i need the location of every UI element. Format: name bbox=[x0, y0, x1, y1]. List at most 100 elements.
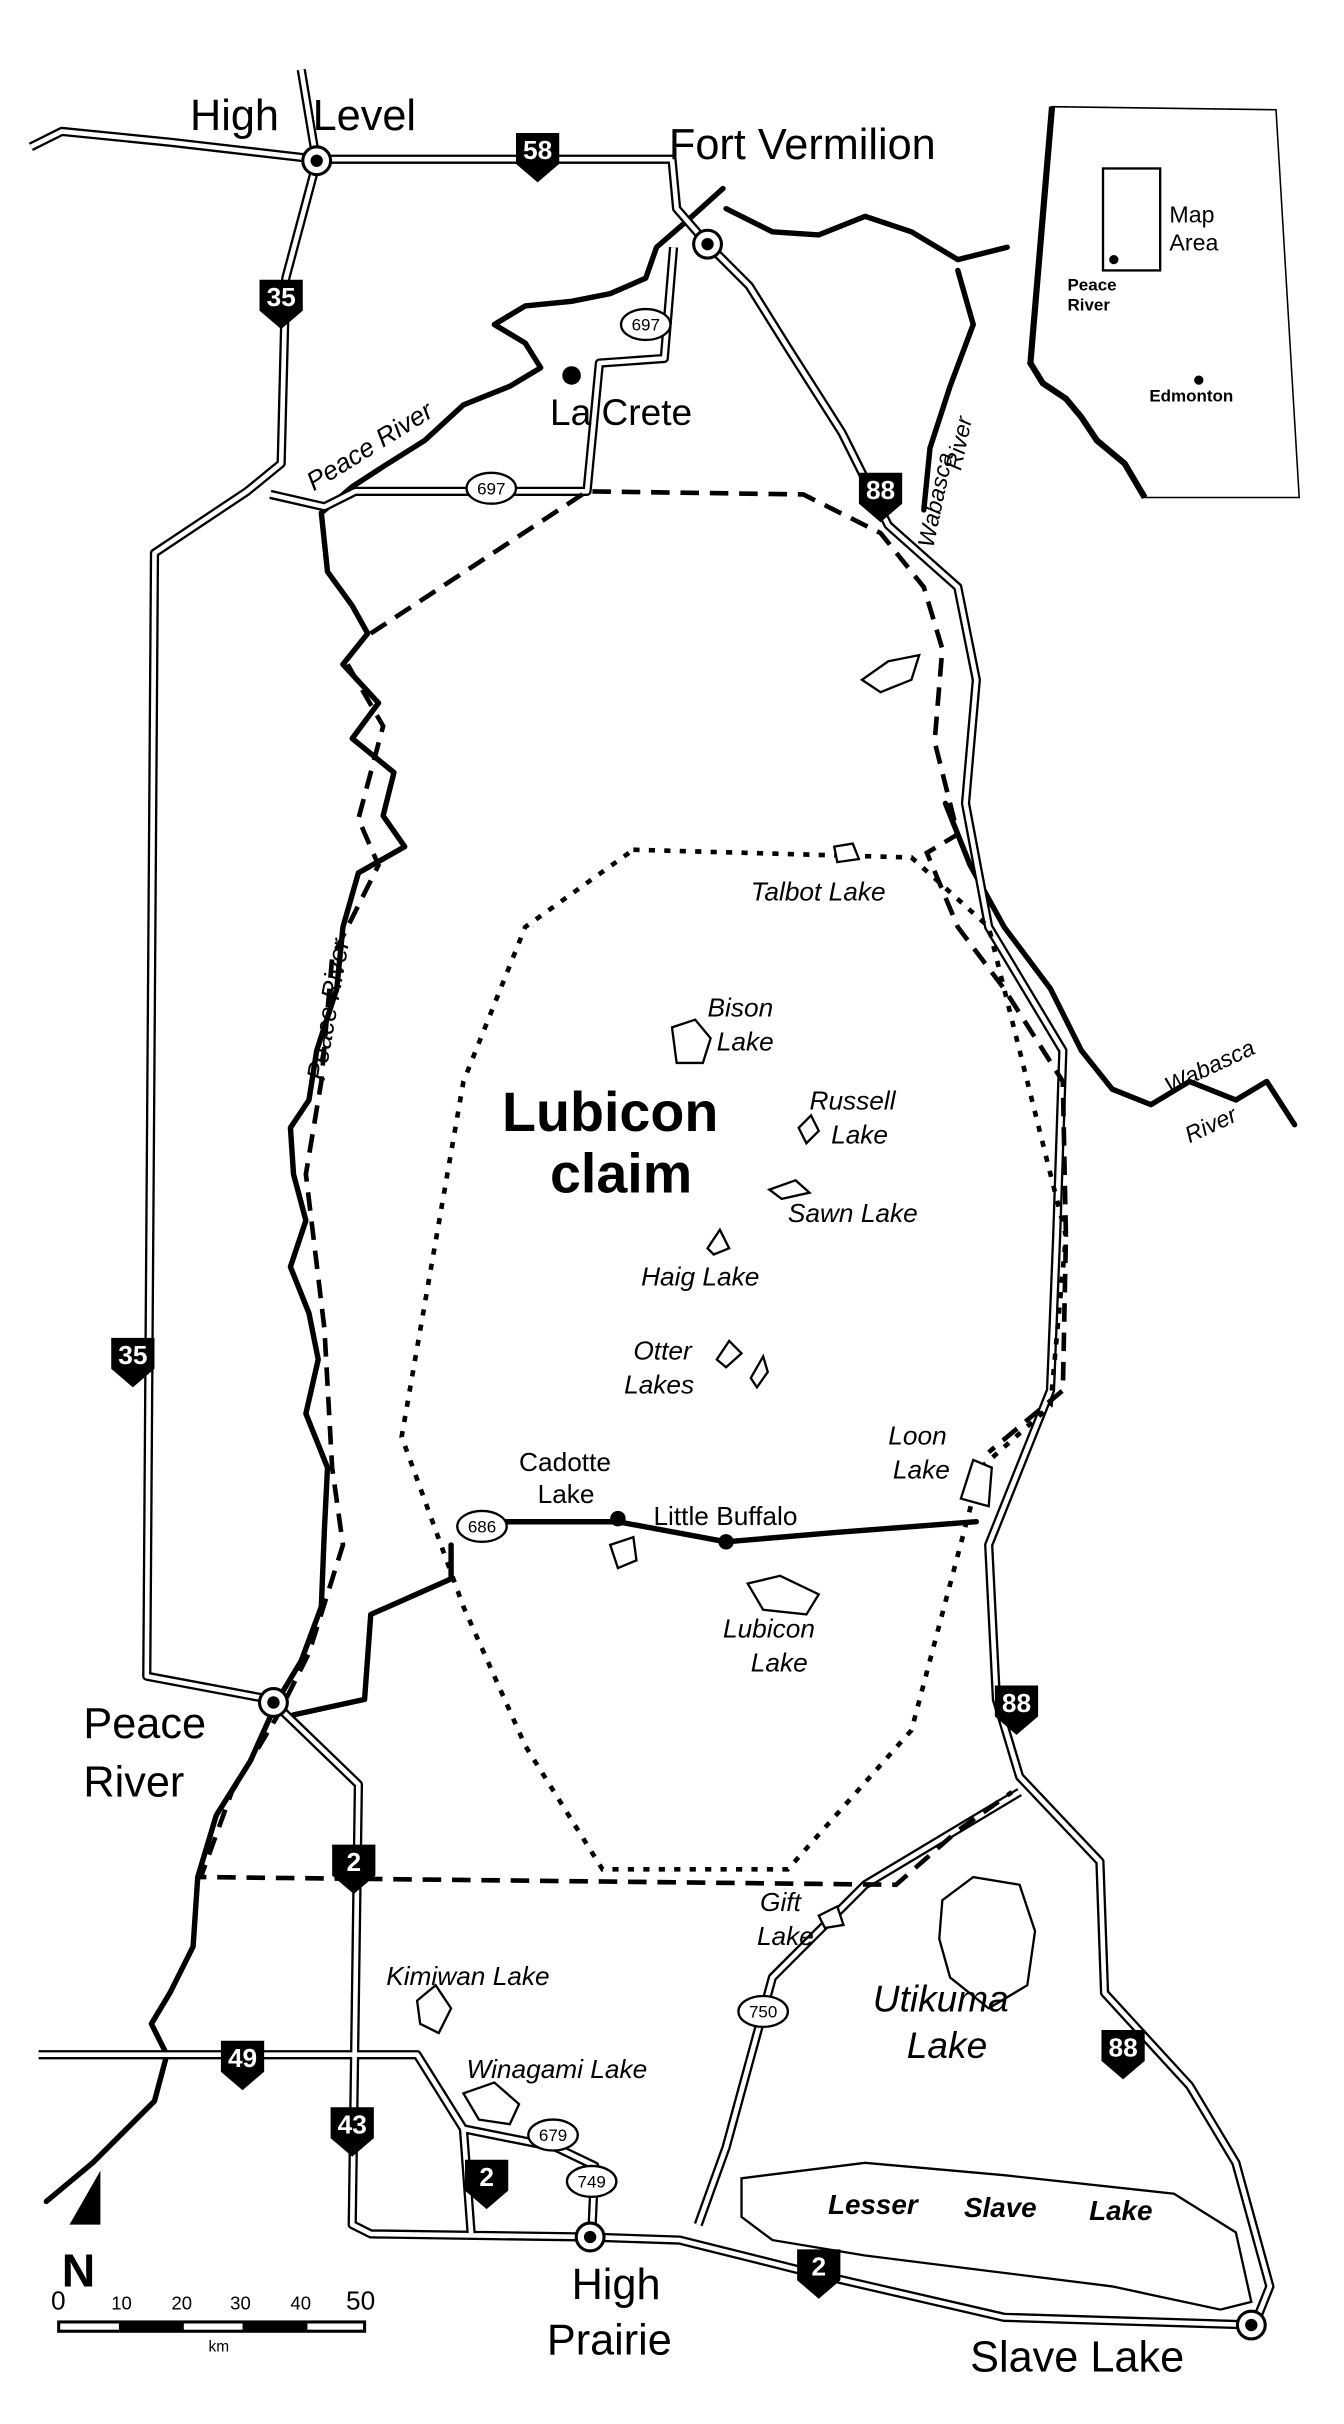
svg-text:697: 697 bbox=[477, 479, 505, 498]
scale-tick: 50 bbox=[346, 2286, 375, 2316]
label-wabasca-river: River bbox=[1181, 1101, 1242, 1148]
inset-locator-map: Map Area Peace River Edmonton bbox=[1027, 105, 1301, 500]
little-buffalo-marker bbox=[718, 1534, 734, 1550]
shield-88: 88 bbox=[994, 1685, 1039, 1735]
label-peace-river-town: Peace bbox=[83, 1700, 206, 1748]
svg-text:749: 749 bbox=[577, 2173, 605, 2192]
label-haig-lake: Haig Lake bbox=[641, 1261, 759, 1291]
scale-tick: 40 bbox=[290, 2293, 311, 2314]
inset-map-area-rect bbox=[1101, 167, 1162, 272]
label-high-prairie: Prairie bbox=[547, 2316, 672, 2364]
label-otter-lakes: Otter bbox=[633, 1336, 693, 1366]
inset-label-edmonton: Edmonton bbox=[1149, 387, 1233, 406]
scale-tick: 20 bbox=[171, 2293, 192, 2314]
label-kimiwan-lake: Kimiwan Lake bbox=[386, 1961, 549, 1991]
shield-49: 49 bbox=[220, 2040, 265, 2091]
lake-labels: Talbot Lake Bison Lake Russell Lake Sawn… bbox=[386, 877, 1152, 2226]
label-cadotte-lake: Lake bbox=[538, 1479, 595, 1509]
label-wabasca-river: River bbox=[940, 413, 977, 473]
svg-text:58: 58 bbox=[523, 135, 552, 165]
secondary-road-markers: 697 697 686 750 679 749 bbox=[456, 307, 790, 2198]
scale-unit: km bbox=[209, 2338, 230, 2355]
label-otter-lakes: Lakes bbox=[624, 1370, 694, 1400]
shield-2: 2 bbox=[797, 2249, 841, 2299]
label-lubicon-lake: Lubicon bbox=[723, 1614, 815, 1644]
inset-label-peace-river: Peace bbox=[1067, 276, 1116, 295]
cadotte-marker bbox=[610, 1510, 626, 1527]
town-labels: High Level Fort Vermilion La Crete Peace… bbox=[83, 92, 1184, 2382]
svg-text:49: 49 bbox=[228, 2043, 257, 2073]
town-markers bbox=[257, 145, 1267, 2341]
label-sawn-lake: Sawn Lake bbox=[788, 1198, 918, 1228]
label-russell-lake: Russell bbox=[809, 1085, 896, 1115]
svg-text:750: 750 bbox=[749, 2003, 777, 2022]
label-lesser-slave-lake: Lake bbox=[1089, 2195, 1152, 2226]
road-697: 697 bbox=[619, 307, 672, 342]
label-high-level: High Level bbox=[190, 92, 416, 140]
la-crete-marker bbox=[562, 366, 581, 385]
label-slave-lake: Slave Lake bbox=[970, 2333, 1184, 2381]
shield-35: 35 bbox=[111, 1337, 155, 1388]
shield-35: 35 bbox=[259, 279, 303, 330]
road-749: 749 bbox=[565, 2164, 618, 2198]
north-arrow-icon bbox=[69, 2170, 101, 2225]
svg-text:88: 88 bbox=[1002, 1688, 1031, 1718]
road-697: 697 bbox=[465, 471, 518, 505]
scale-tick: 10 bbox=[111, 2293, 132, 2314]
label-cadotte-lake: Cadotte bbox=[519, 1447, 611, 1477]
river-labels: Peace River Peace River Wabasca River Wa… bbox=[301, 395, 1259, 1148]
svg-text:35: 35 bbox=[118, 1340, 147, 1370]
svg-text:2: 2 bbox=[811, 2252, 826, 2282]
label-talbot-lake: Talbot Lake bbox=[751, 877, 886, 907]
shield-43: 43 bbox=[330, 2107, 374, 2157]
label-peace-river: Peace River bbox=[301, 935, 356, 1082]
inset-label-map-area: Map bbox=[1169, 202, 1214, 228]
lubicon-claim-boundary bbox=[399, 847, 1069, 1872]
svg-text:N: N bbox=[62, 2244, 95, 2296]
claim-title: Lubicon bbox=[502, 1081, 718, 1143]
inset-label-map-area: Area bbox=[1169, 229, 1218, 255]
settlement-boundary bbox=[197, 489, 1069, 1888]
label-gift-lake: Gift bbox=[760, 1887, 803, 1917]
lakes bbox=[415, 653, 1253, 2311]
claim-title: claim bbox=[550, 1143, 692, 1205]
svg-text:88: 88 bbox=[1108, 2032, 1137, 2062]
wabasca-river-north bbox=[723, 205, 1010, 513]
label-loon-lake: Loon bbox=[888, 1420, 946, 1450]
svg-text:88: 88 bbox=[866, 475, 895, 505]
inset-label-peace-river: River bbox=[1067, 296, 1110, 315]
label-peace-river-town: River bbox=[83, 1759, 184, 1807]
road-679: 679 bbox=[527, 2118, 579, 2152]
scale-tick: 0 bbox=[51, 2286, 66, 2316]
label-utikuma-lake: Utikuma bbox=[873, 1977, 1009, 2019]
shield-88: 88 bbox=[858, 472, 903, 523]
label-lesser-slave-lake: Lesser bbox=[828, 2189, 920, 2220]
road-686: 686 bbox=[456, 1509, 508, 1543]
shield-2: 2 bbox=[464, 2159, 509, 2210]
svg-text:697: 697 bbox=[632, 316, 660, 335]
highway-shields: 58 35 88 35 88 2 49 43 2 88 2 bbox=[111, 132, 1145, 2299]
label-la-crete: La Crete bbox=[550, 391, 692, 433]
label-bison-lake: Lake bbox=[717, 1027, 774, 1057]
label-lubicon-lake: Lake bbox=[751, 1648, 808, 1678]
svg-text:2: 2 bbox=[346, 1847, 361, 1877]
wabasca-river-east bbox=[942, 800, 1298, 1128]
shield-88: 88 bbox=[1101, 2029, 1145, 2080]
scale-bar: 0 10 20 30 40 50 km bbox=[51, 2286, 375, 2356]
svg-text:43: 43 bbox=[338, 2109, 367, 2139]
label-gift-lake: Lake bbox=[757, 1921, 814, 1951]
label-russell-lake: Lake bbox=[831, 1119, 888, 1149]
shield-2: 2 bbox=[332, 1844, 376, 1895]
label-lesser-slave-lake: Slave bbox=[964, 2192, 1037, 2223]
peace-river bbox=[43, 185, 726, 2205]
scale-tick: 30 bbox=[230, 2293, 251, 2314]
svg-text:679: 679 bbox=[539, 2126, 567, 2145]
label-little-buffalo: Little Buffalo bbox=[653, 1501, 797, 1531]
north-arrow: N bbox=[62, 2170, 101, 2296]
label-high-prairie: High bbox=[572, 2261, 661, 2309]
label-bison-lake: Bison bbox=[708, 993, 774, 1023]
svg-text:2: 2 bbox=[479, 2162, 494, 2192]
road-750: 750 bbox=[737, 1994, 790, 2029]
label-utikuma-lake: Lake bbox=[907, 2024, 987, 2066]
